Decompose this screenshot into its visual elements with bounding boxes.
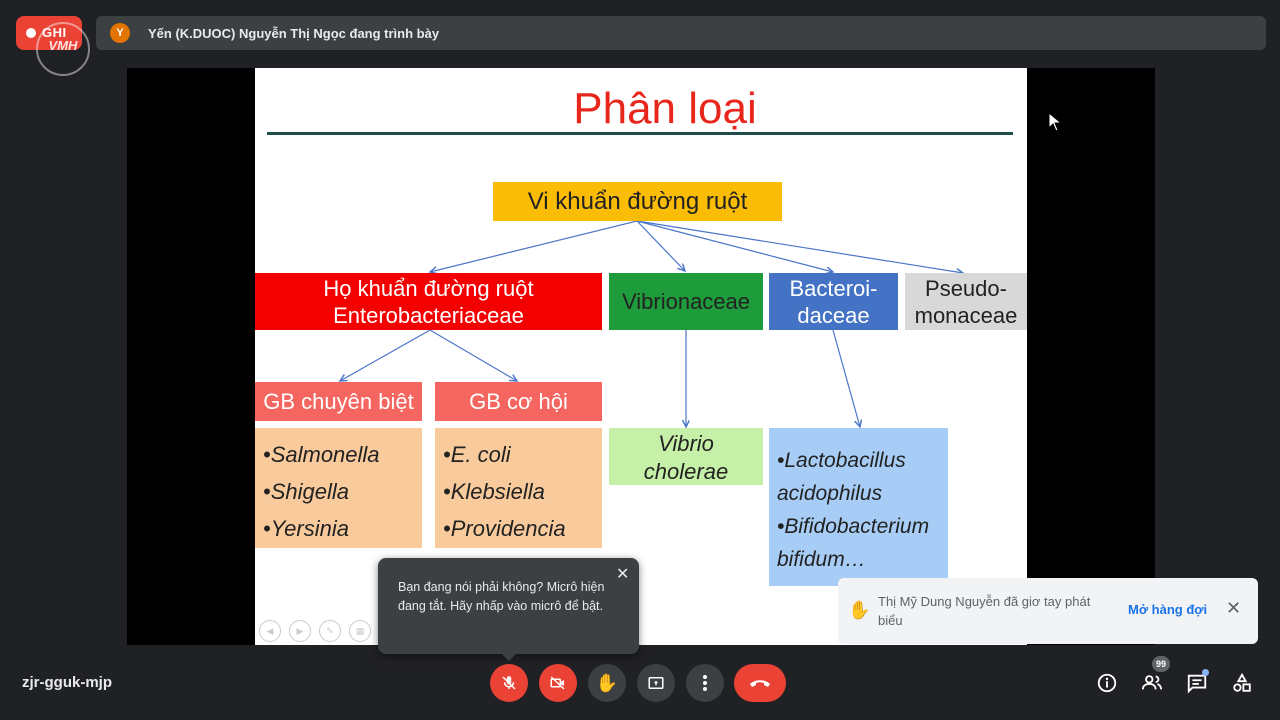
people-icon <box>1141 675 1163 690</box>
tooltip-tail <box>500 652 518 661</box>
specific-species-list: •Salmonella •Shigella •Yersinia <box>255 428 422 548</box>
bact-line2: daceae <box>797 302 870 328</box>
open-queue-button[interactable]: Mở hàng đợi <box>1128 602 1208 617</box>
root-box: Vi khuẩn đường ruột <box>493 182 782 221</box>
end-call-button[interactable] <box>734 664 786 702</box>
logo-text: VMH <box>48 38 78 53</box>
presenter-text: Yến (K.DUOC) Nguyễn Thị Ngọc đang trình … <box>148 26 440 41</box>
list-item: •Providencia <box>443 516 566 541</box>
mic-off-button[interactable] <box>490 664 528 702</box>
hand-icon: ✋ <box>595 672 619 693</box>
list-item: •Yersinia <box>263 516 349 541</box>
chat-icon <box>1187 674 1207 694</box>
meeting-info-button[interactable] <box>1094 670 1120 696</box>
camera-off-button[interactable] <box>539 664 577 702</box>
list-item: •Shigella <box>263 479 349 504</box>
group-specific: GB chuyên biệt <box>255 382 422 421</box>
close-icon[interactable]: ✕ <box>616 566 630 583</box>
list-item: acidophilus <box>777 482 883 505</box>
slide-menu-icon[interactable]: ▦ <box>349 620 371 642</box>
pseudo-line1: Pseudo- <box>925 275 1007 301</box>
list-item: •E. coli <box>443 442 511 467</box>
watermark-logo: VMH <box>36 22 90 76</box>
present-screen-button[interactable] <box>637 664 675 702</box>
list-item: •Klebsiella <box>443 479 545 504</box>
family-pseudomonaceae: Pseudo-monaceae <box>905 273 1027 330</box>
mic-muted-tooltip: Bạn đang nói phải không? Micrô hiện đang… <box>378 558 639 654</box>
toast-text: Thị Mỹ Dung Nguyễn đã giơ tay phát biểu <box>878 594 1091 628</box>
slide-next-icon[interactable]: ▶ <box>289 620 311 642</box>
presenter-avatar: Y <box>110 23 130 43</box>
camera-off-icon <box>550 676 565 690</box>
more-vert-icon <box>703 675 707 691</box>
end-call-icon <box>750 680 770 687</box>
tooltip-text: Bạn đang nói phải không? Micrô hiện đang… <box>398 580 605 613</box>
slide-title: Phân loại <box>573 84 757 133</box>
slide-pen-icon[interactable]: ✎ <box>319 620 341 642</box>
info-icon <box>1097 673 1117 693</box>
list-item: Vibrio <box>658 431 714 456</box>
present-icon <box>648 677 664 689</box>
hand-icon: ✋ <box>848 600 871 620</box>
family-bacteroidaceae: Bacteroi-daceae <box>769 273 898 330</box>
entero-line1: Họ khuẩn đường ruột <box>323 275 534 301</box>
presenter-bar[interactable]: Y Yến (K.DUOC) Nguyễn Thị Ngọc đang trìn… <box>96 16 1266 50</box>
group-opportunistic: GB cơ hội <box>435 382 602 421</box>
bacteroidaceae-species: •Lactobacillus acidophilus •Bifidobacter… <box>769 428 948 586</box>
slide-prev-icon[interactable]: ◀ <box>259 620 281 642</box>
close-icon[interactable]: ✕ <box>1226 598 1242 618</box>
mouse-cursor-icon <box>1048 111 1063 137</box>
raise-hand-button[interactable]: ✋ <box>588 664 626 702</box>
bact-line1: Bacteroi- <box>789 275 878 301</box>
people-button[interactable] <box>1139 670 1165 696</box>
activities-icon <box>1233 672 1251 692</box>
vibrio-species: Vibrio cholerae <box>609 428 763 485</box>
list-item: •Salmonella <box>263 442 380 467</box>
meeting-code: zjr-gguk-mjp <box>22 674 112 691</box>
list-item: •Bifidobacterium <box>777 515 930 538</box>
list-item: bifidum… <box>777 548 866 571</box>
recording-dot-icon <box>26 28 36 38</box>
family-vibrionaceae: Vibrionaceae <box>609 273 763 330</box>
shared-slide: Phân loại Vi khuẩn đường ruột Họ khuẩn đ… <box>255 68 1027 645</box>
list-item: cholerae <box>643 459 729 484</box>
connector-arrows <box>255 220 1027 645</box>
opportunistic-species-list: •E. coli •Klebsiella •Providencia <box>435 428 602 548</box>
raised-hand-toast: ✋ Thị Mỹ Dung Nguyễn đã giơ tay phát biể… <box>838 578 1258 644</box>
pseudo-line2: monaceae <box>914 302 1018 328</box>
mic-off-icon <box>502 676 516 690</box>
more-options-button[interactable] <box>686 664 724 702</box>
participants-count-badge: 99 <box>1152 656 1170 672</box>
activities-button[interactable] <box>1229 670 1255 696</box>
entero-line2: Enterobacteriaceae <box>333 302 524 328</box>
chat-button[interactable] <box>1184 670 1210 696</box>
list-item: •Lactobacillus <box>777 449 906 472</box>
chat-unread-dot <box>1202 669 1209 676</box>
title-underline <box>267 132 1013 135</box>
